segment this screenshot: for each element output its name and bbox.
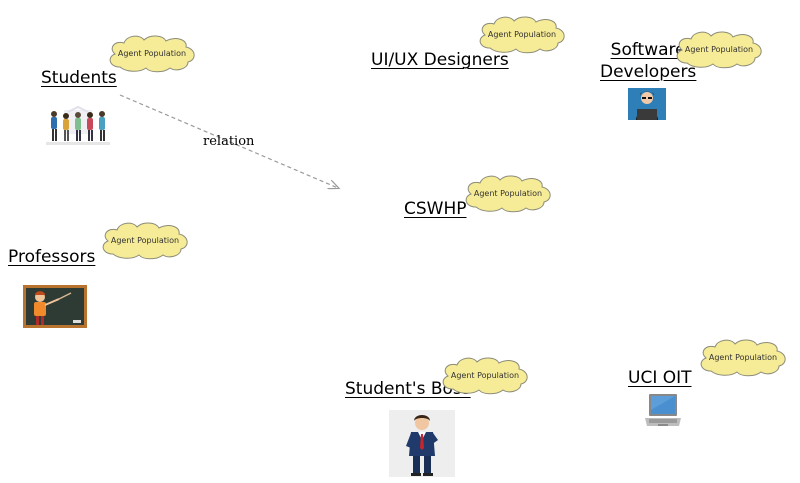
software-agent-population-cloud[interactable]: Agent Population — [673, 29, 765, 69]
cloud-label: Agent Population — [473, 188, 543, 198]
node-software-developers-line1: Software — [610, 40, 686, 60]
uci-agent-population-cloud[interactable]: Agent Population — [697, 337, 789, 377]
node-software-developers-label[interactable]: Software Developers — [600, 39, 696, 83]
cloud-label: Agent Population — [487, 29, 557, 39]
cswhp-agent-population-cloud[interactable]: Agent Population — [462, 173, 554, 213]
students-group-icon — [46, 106, 110, 146]
professors-agent-population-cloud[interactable]: Agent Population — [99, 220, 191, 260]
cloud-label: Agent Population — [110, 235, 180, 245]
node-professors-label[interactable]: Professors — [8, 247, 96, 267]
students-agent-population-cloud[interactable]: Agent Population — [106, 33, 198, 73]
cloud-label: Agent Population — [117, 48, 187, 58]
node-uiux-designers-label[interactable]: UI/UX Designers — [371, 50, 509, 70]
node-software-developers-line2: Developers — [600, 62, 697, 82]
developer-at-computer-icon — [628, 88, 666, 120]
cloud-label: Agent Population — [684, 44, 754, 54]
node-students-label[interactable]: Students — [41, 68, 117, 88]
node-uci-oit-label[interactable]: UCI OIT — [628, 368, 692, 388]
uiux-agent-population-cloud[interactable]: Agent Population — [476, 14, 568, 54]
boss-agent-population-cloud[interactable]: Agent Population — [439, 355, 531, 395]
node-students-boss-label[interactable]: Student's Boss — [345, 379, 471, 399]
cloud-label: Agent Population — [708, 352, 778, 362]
professor-at-blackboard-icon — [23, 285, 87, 328]
cloud-label: Agent Population — [450, 370, 520, 380]
node-cswhp-label[interactable]: CSWHP — [404, 199, 467, 219]
businessman-icon — [389, 410, 455, 477]
relation-edge-label: relation — [203, 134, 255, 149]
laptop-icon — [643, 392, 683, 432]
